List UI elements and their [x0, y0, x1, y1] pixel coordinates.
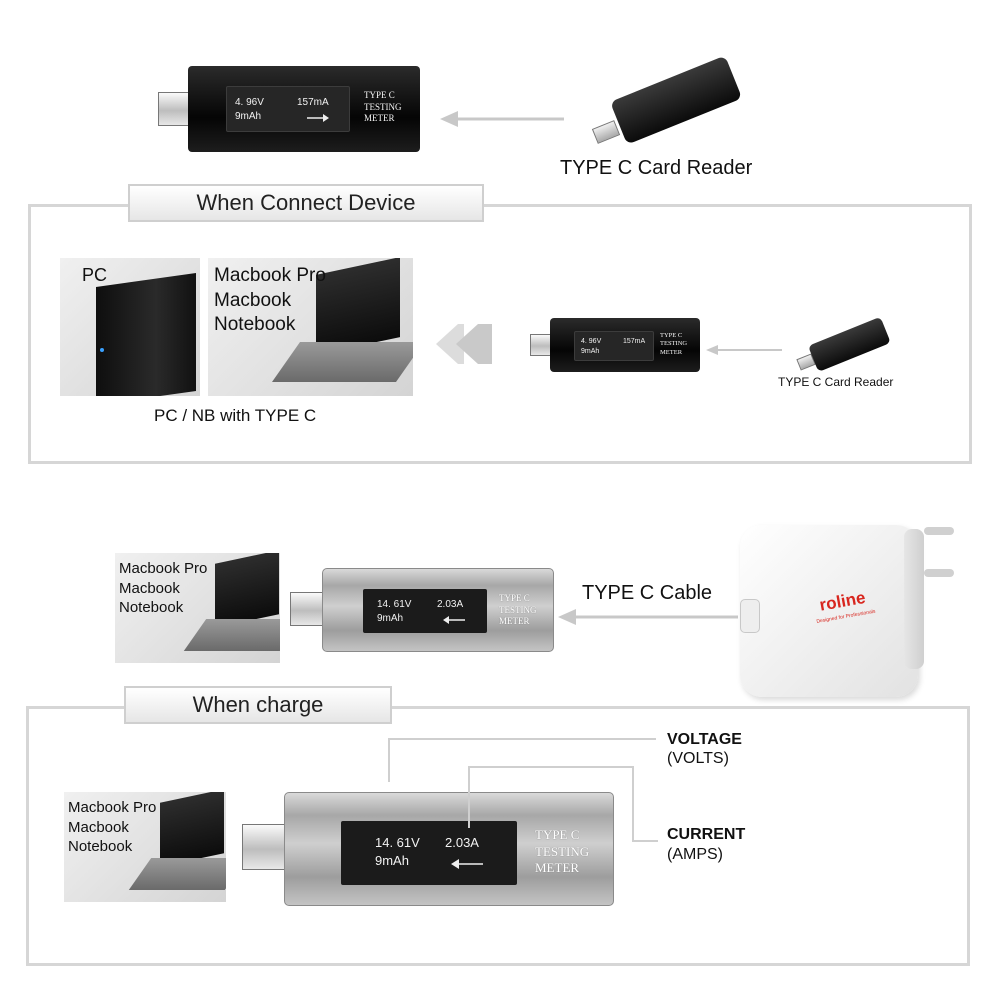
- voltage-callout-title: VOLTAGE: [667, 731, 742, 748]
- voltage-readout: 14. 61V: [377, 599, 412, 610]
- card-reader-image: [584, 55, 744, 146]
- connect-device-frame: [28, 204, 972, 464]
- pc-label: PC: [82, 265, 108, 285]
- connect-device-title: When Connect Device: [128, 184, 484, 222]
- capacity-readout: 9mAh: [235, 111, 262, 122]
- current-leader-line: [468, 766, 470, 828]
- flow-arrow-left-icon: [440, 111, 564, 127]
- usb-c-plug: [158, 92, 190, 126]
- voltage-leader-line: [388, 738, 656, 740]
- card-reader-image: [790, 316, 891, 372]
- charger-image: roline Designed for Professionals: [734, 505, 966, 701]
- current-readout: 2.03A: [445, 835, 479, 850]
- usb-c-plug: [290, 592, 324, 626]
- meter-screen: 14. 61V 2.03A 9mAh: [363, 589, 487, 633]
- double-chevron-left-icon: [436, 324, 492, 364]
- cable-label: TYPE C Cable: [582, 582, 713, 604]
- arrow-right-icon: [307, 114, 329, 122]
- arrow-left-icon: [451, 859, 483, 869]
- current-leader-line: [632, 840, 658, 842]
- meter-screen: 4. 96V 157mA 9mAh: [226, 86, 350, 132]
- current-callout-title: CURRENT: [667, 826, 746, 843]
- voltage-callout-unit: (VOLTS): [667, 750, 729, 767]
- arrow-left-icon: [443, 616, 465, 624]
- pc-tower-image: PC: [60, 258, 200, 396]
- device-caption: PC / NB with TYPE C: [154, 406, 317, 425]
- charge-title: When charge: [124, 686, 392, 724]
- capacity-readout: 9mAh: [377, 613, 404, 624]
- voltage-leader-line: [388, 738, 390, 782]
- meter-screen: 14. 61V 2.03A 9mAh: [341, 821, 517, 885]
- voltage-readout: 14. 61V: [375, 835, 420, 850]
- charge-frame: [26, 706, 970, 966]
- usb-c-plug: [530, 334, 552, 356]
- capacity-readout: 9mAh: [581, 348, 600, 355]
- flow-arrow-left-icon: [558, 609, 738, 625]
- current-readout: 2.03A: [437, 599, 464, 610]
- usb-c-plug: [242, 824, 288, 870]
- flow-arrow-left-icon: [706, 345, 782, 355]
- current-readout: 157mA: [623, 338, 646, 345]
- current-callout-unit: (AMPS): [667, 846, 723, 863]
- card-reader-label: TYPE C Card Reader: [560, 157, 753, 179]
- current-leader-line: [468, 766, 634, 768]
- voltage-readout: 4. 96V: [235, 97, 264, 108]
- card-reader-label: TYPE C Card Reader: [778, 375, 894, 389]
- usb-c-port: [740, 599, 760, 633]
- meter-screen: 4. 96V 157mA 9mAh: [574, 331, 654, 361]
- capacity-readout: 9mAh: [375, 853, 409, 868]
- current-leader-line: [632, 766, 634, 842]
- current-readout: 157mA: [297, 97, 329, 108]
- voltage-readout: 4. 96V: [581, 338, 602, 345]
